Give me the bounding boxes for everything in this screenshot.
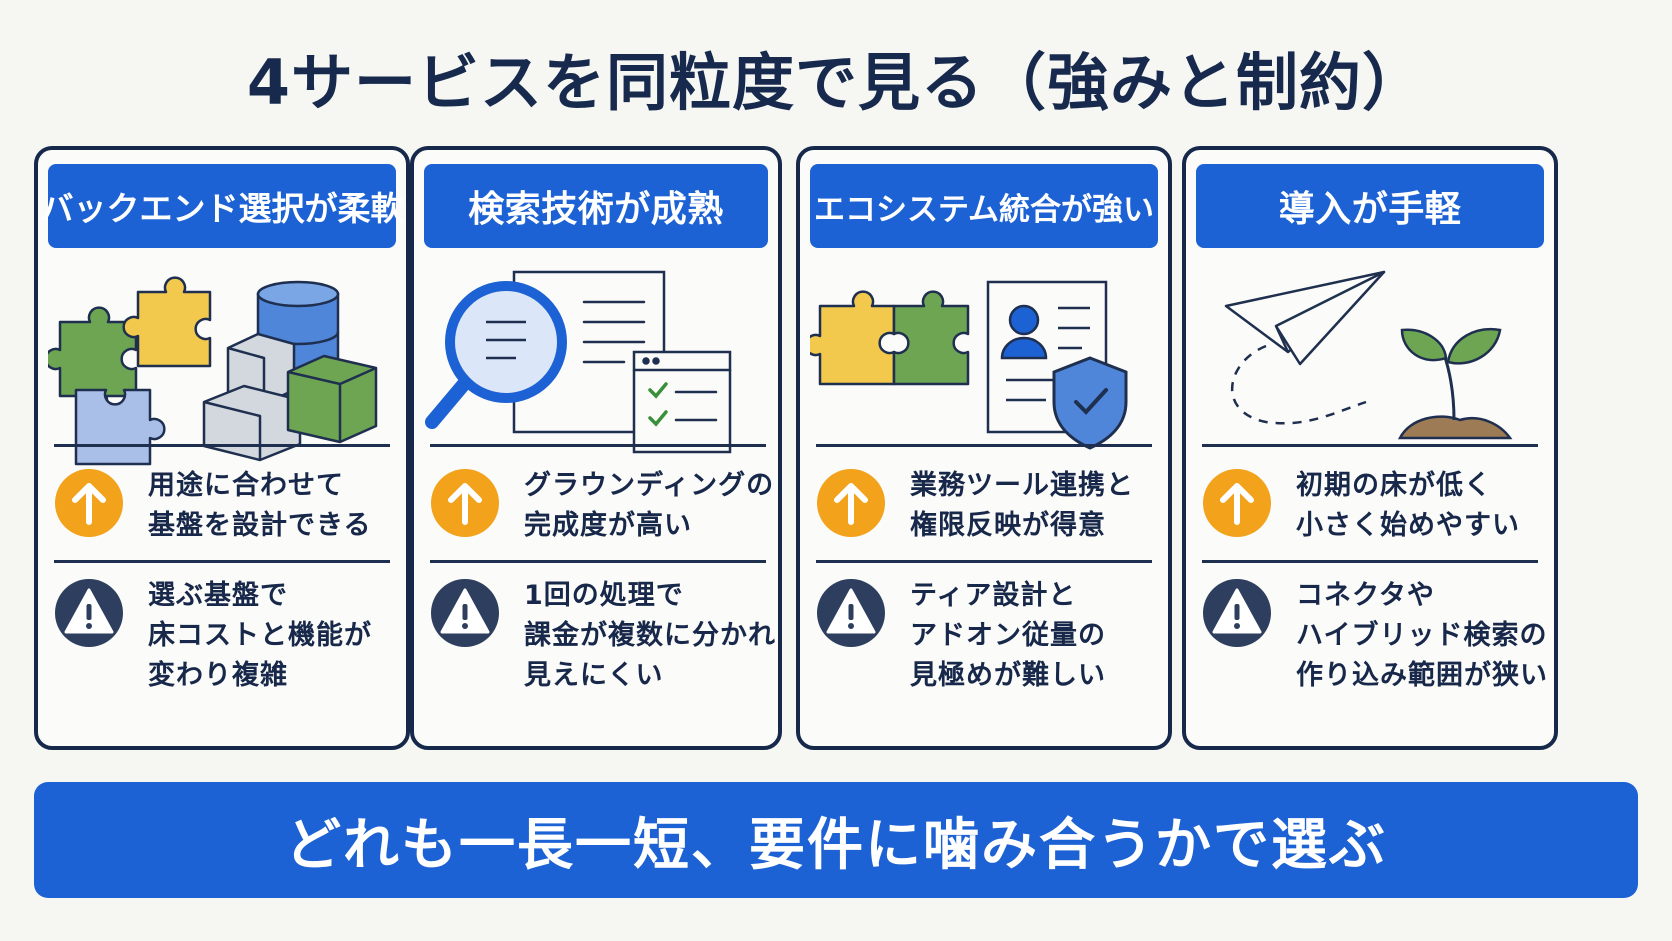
card-header: バックエンド選択が柔軟: [41, 164, 404, 248]
divider: [54, 444, 390, 447]
strength-row: 業務ツール連携と 権限反映が得意: [814, 466, 1162, 546]
strength-row: グラウンディングの 完成度が高い: [428, 466, 776, 546]
arrow-up-icon: [431, 469, 499, 537]
warning-icon: [431, 579, 499, 647]
divider: [1202, 560, 1538, 563]
arrow-up-icon: [817, 469, 885, 537]
limitation-text: 1回の処理で 課金が複数に分かれ 見えにくい: [524, 580, 776, 691]
service-card-3: エコシステム統合が強い 業務ツール連携と 権限反映が得意: [796, 146, 1172, 750]
limitation-text: ティア設計と アドオン従量の 見極めが難しい: [910, 580, 1106, 691]
magnifier-document-icon: [425, 270, 732, 454]
paper-plane-sprout-icon: [1224, 270, 1513, 440]
service-card-1: バックエンド選択が柔軟: [34, 146, 410, 750]
divider: [430, 560, 766, 563]
footer-banner: どれも一長一短、要件に噛み合うかで選ぶ: [34, 782, 1638, 898]
service-card-2: 検索技術が成熟 グラウンディングの 完成度が高い: [410, 146, 782, 750]
card-header: エコシステム統合が強い: [810, 164, 1158, 248]
divider: [54, 560, 390, 563]
divider: [816, 560, 1152, 563]
limitation-text: コネクタや ハイブリッド検索の 作り込み範囲が狭い: [1296, 580, 1548, 691]
divider: [1202, 444, 1538, 447]
puzzle-profile-shield-icon: [810, 280, 1128, 450]
warning-icon: [817, 579, 885, 647]
strength-row: 初期の床が低く 小さく始めやすい: [1200, 466, 1548, 546]
warning-icon: [55, 579, 123, 647]
warning-icon: [1203, 579, 1271, 647]
card-header: 検索技術が成熟: [424, 164, 768, 248]
puzzle-database-icon: [48, 276, 378, 466]
service-cards: バックエンド選択が柔軟: [34, 146, 1638, 752]
arrow-up-icon: [55, 469, 123, 537]
strength-text: グラウンディングの 完成度が高い: [524, 470, 775, 541]
limitation-row: コネクタや ハイブリッド検索の 作り込み範囲が狭い: [1200, 576, 1548, 696]
arrow-up-icon: [1203, 469, 1271, 537]
card-header: 導入が手軽: [1196, 164, 1544, 248]
limitation-text: 選ぶ基盤で 床コストと機能が 変わり複雑: [148, 580, 372, 691]
strength-text: 業務ツール連携と 権限反映が得意: [910, 470, 1134, 541]
strength-text: 用途に合わせて 基盤を設計できる: [148, 470, 372, 541]
divider: [430, 444, 766, 447]
page-title: 4サービスを同粒度で見る（強みと制約）: [246, 46, 1426, 119]
limitation-row: 1回の処理で 課金が複数に分かれ 見えにくい: [428, 576, 776, 696]
limitation-row: 選ぶ基盤で 床コストと機能が 変わり複雑: [52, 576, 400, 696]
strength-text: 初期の床が低く 小さく始めやすい: [1296, 470, 1520, 541]
limitation-row: ティア設計と アドオン従量の 見極めが難しい: [814, 576, 1162, 696]
service-card-4: 導入が手軽 初期の床が低く 小さく始めやすい: [1182, 146, 1558, 750]
divider: [816, 444, 1152, 447]
strength-row: 用途に合わせて 基盤を設計できる: [52, 466, 400, 546]
